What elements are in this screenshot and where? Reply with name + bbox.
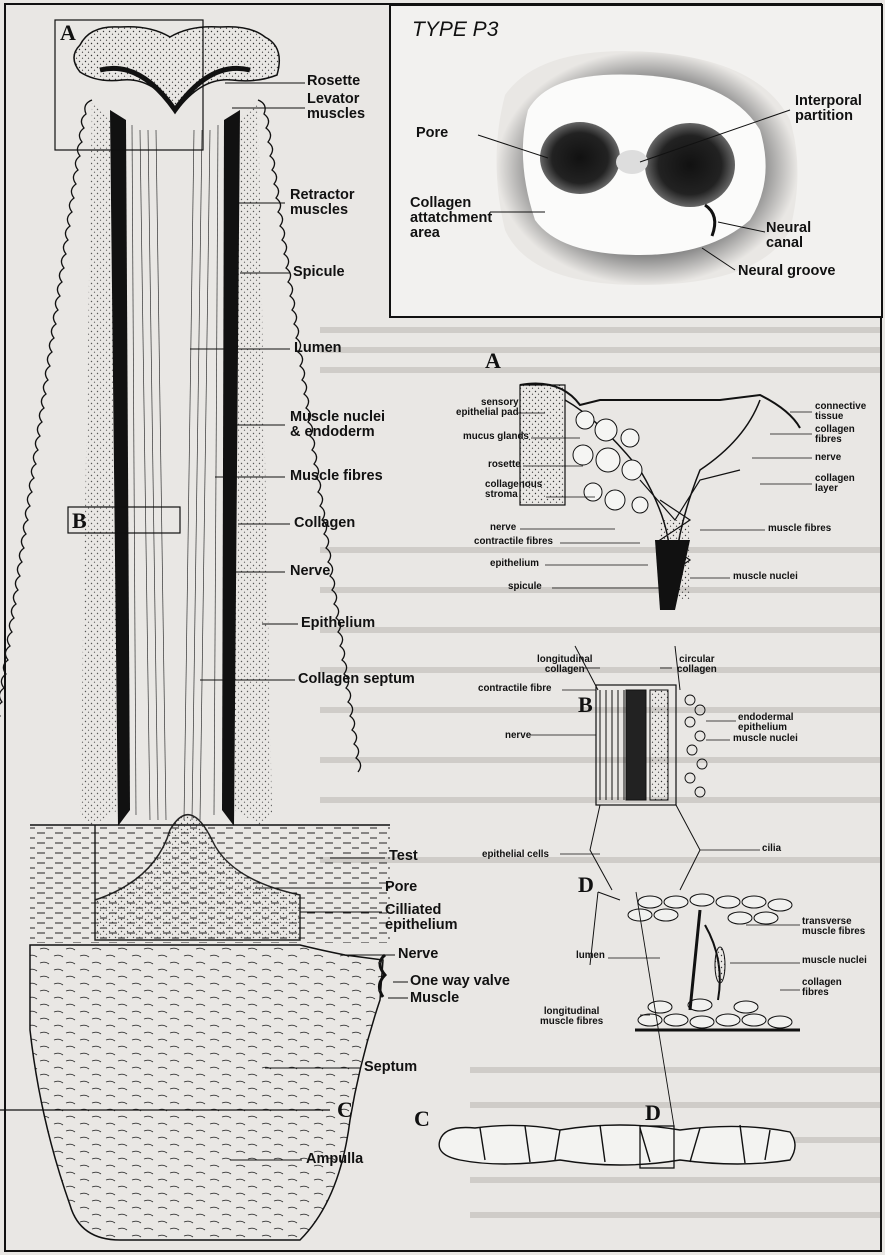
detail-letter-d: D: [578, 872, 594, 898]
detail-letter-a: A: [485, 348, 501, 374]
detail-label-muscle-nuclei: muscle nuclei: [733, 572, 798, 582]
inset-label-collagen-area: Collagen attatchment area: [410, 196, 492, 242]
label-epithelium: Epithelium: [301, 616, 375, 631]
detail-label-collagen-layer: collagen layer: [815, 474, 855, 495]
detail-label-long-collagen: longitudinal collagen: [537, 655, 593, 676]
inset-title: TYPE P3: [412, 18, 498, 42]
inset-label-interporal: Interporal partition: [795, 94, 862, 124]
detail-label-long-muscle: longitudinal muscle fibres: [540, 1007, 603, 1028]
label-test: Test: [389, 849, 418, 864]
detail-label-muscle-nuclei-d: muscle nuclei: [802, 956, 867, 966]
detail-label-nerve-right: nerve: [815, 453, 841, 463]
label-retractor: Retractor muscles: [290, 188, 354, 218]
detail-label-stroma: collagenous stroma: [485, 480, 542, 501]
detail-label-contractile-fibre: contractile fibre: [478, 684, 552, 694]
detail-label-epithelium: epithelium: [490, 559, 539, 569]
label-pore: Pore: [385, 880, 417, 895]
detail-label-rosette: rosette: [488, 460, 521, 470]
inset-label-neural-canal: Neural canal: [766, 221, 811, 251]
label-lumen: Lumen: [294, 341, 342, 356]
detail-label-muscle-nuclei-b: muscle nuclei: [733, 734, 798, 744]
detail-label-contractile: contractile fibres: [474, 537, 553, 547]
label-ciliated: Cilliated epithelium: [385, 903, 458, 933]
detail-b-drawing: [575, 646, 707, 890]
detail-label-circ-collagen: circular collagen: [677, 655, 717, 676]
label-collagen-septum: Collagen septum: [298, 672, 415, 687]
detail-label-spicule: spicule: [508, 582, 542, 592]
label-muscle-nuclei: Muscle nuclei & endoderm: [290, 410, 385, 440]
detail-label-epithelial-cells: epithelial cells: [482, 850, 549, 860]
main-letter-c: C: [337, 1097, 353, 1123]
detail-label-lumen: lumen: [576, 951, 605, 961]
main-letter-a: A: [60, 20, 76, 46]
label-ampulla: Ampulla: [306, 1152, 363, 1167]
detail-letter-c: C: [414, 1106, 430, 1132]
label-nerve-2: Nerve: [398, 947, 438, 962]
label-nerve: Nerve: [290, 564, 330, 579]
label-septum: Septum: [364, 1060, 417, 1075]
inset-label-pore: Pore: [416, 126, 448, 141]
label-muscle: Muscle: [410, 991, 459, 1006]
label-muscle-fibres: Muscle fibres: [290, 469, 383, 484]
label-one-way-valve: One way valve: [410, 974, 510, 989]
label-collagen: Collagen: [294, 516, 355, 531]
detail-letter-d-box: D: [645, 1100, 661, 1126]
detail-label-nerve-b: nerve: [505, 731, 531, 741]
detail-label-mucus: mucus glands: [463, 432, 529, 442]
detail-label-collagen-fibres-d: collagen fibres: [802, 978, 842, 999]
detail-label-cilia: cilia: [762, 844, 781, 854]
main-letter-b: B: [72, 508, 87, 534]
label-rosette: Rosette: [307, 74, 360, 89]
label-levator: Levator muscles: [307, 92, 365, 122]
detail-label-connective: connective tissue: [815, 402, 866, 423]
detail-label-sensory: sensory epithelial pad: [456, 398, 519, 419]
detail-letter-b: B: [578, 692, 593, 718]
detail-label-muscle-fibres: muscle fibres: [768, 524, 831, 534]
detail-label-collagen-fibres: collagen fibres: [815, 425, 855, 446]
detail-label-nerve: nerve: [490, 523, 516, 533]
detail-label-transverse: transverse muscle fibres: [802, 917, 865, 938]
inset-label-neural-groove: Neural groove: [738, 264, 836, 279]
label-spicule: Spicule: [293, 265, 345, 280]
detail-label-endodermal: endodermal epithelium: [738, 713, 794, 734]
detail-d-drawing: [590, 892, 800, 1030]
